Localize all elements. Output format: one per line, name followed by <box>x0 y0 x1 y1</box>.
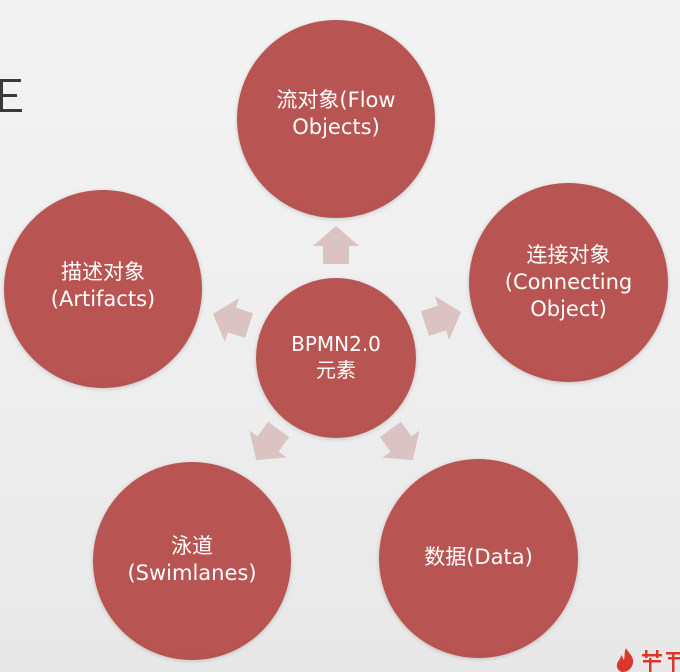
node-label-line: 泳道 <box>171 534 213 558</box>
cropped-title-fragment <box>0 79 22 113</box>
node-label-line: (Swimlanes) <box>127 561 257 585</box>
node-center-bpmn-elements: BPMN2.0 元素 <box>256 278 416 438</box>
center-label-line: 元素 <box>316 358 356 382</box>
node-connecting-object: 连接对象 (Connecting Object) <box>469 183 668 382</box>
arrow-down-right-icon <box>371 414 432 473</box>
node-label-line: 流对象(Flow <box>276 88 396 112</box>
node-data: 数据(Data) <box>379 459 578 658</box>
node-flow-objects: 流对象(Flow Objects) <box>237 20 435 218</box>
center-label-line: BPMN2.0 <box>291 332 381 356</box>
node-artifacts: 描述对象 (Artifacts) <box>4 190 202 388</box>
node-label-line: (Connecting <box>504 270 633 294</box>
node-label-line: Objects) <box>292 115 380 139</box>
node-label-line: 连接对象 <box>526 243 611 267</box>
node-swimlanes: 泳道 (Swimlanes) <box>93 462 291 660</box>
arrow-up-icon <box>313 226 359 266</box>
node-label-line: 描述对象 <box>61 260 145 284</box>
node-label-line: (Artifacts) <box>50 287 156 311</box>
node-label-line: 数据(Data) <box>424 545 533 569</box>
flame-logo-icon <box>616 646 680 672</box>
arrow-left-icon <box>206 292 258 348</box>
arrow-down-left-icon <box>238 414 299 473</box>
arrow-right-icon <box>416 290 468 346</box>
node-label-line: Object) <box>530 297 607 321</box>
